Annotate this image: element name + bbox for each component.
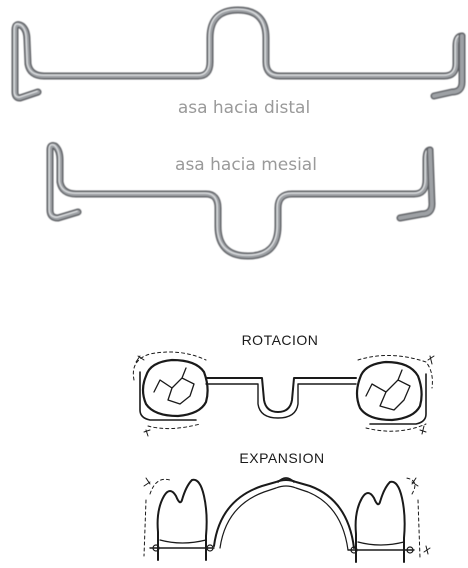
molar-right-occlusal [355, 360, 423, 422]
label-rotation: ROTACION [242, 332, 319, 348]
label-mesial: asa hacia mesial [175, 155, 317, 175]
molar-left-profile [149, 478, 215, 561]
molar-right-profile [347, 480, 415, 563]
label-distal: asa hacia distal [178, 98, 310, 118]
wire-mesial-loop [46, 142, 436, 260]
molar-left-occlusal [141, 358, 209, 418]
expansion-sketch [143, 477, 431, 563]
rotation-sketch [132, 351, 435, 437]
label-expansion: EXPANSION [239, 450, 324, 466]
wire-distal-loop [11, 6, 466, 102]
